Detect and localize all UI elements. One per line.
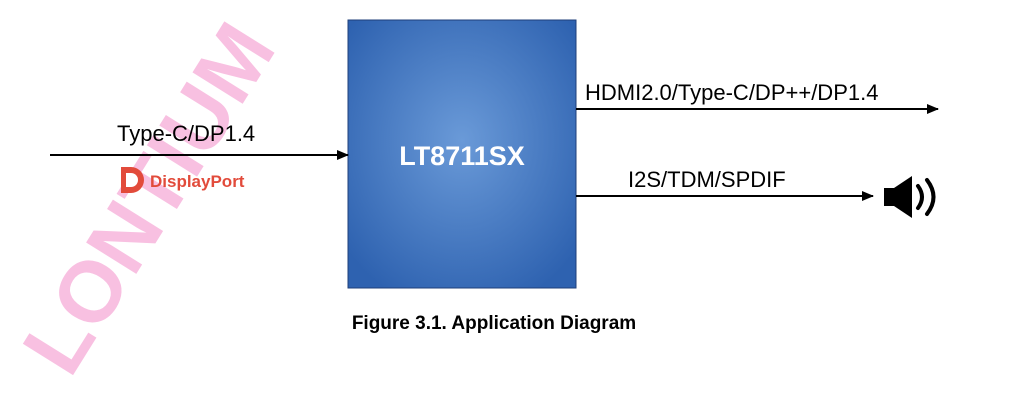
input-label: Type-C/DP1.4 [117, 121, 255, 146]
figure-caption: Figure 3.1. Application Diagram [352, 313, 636, 334]
chip-block [347, 19, 577, 289]
chip-label: LT8711SX [399, 141, 525, 171]
speaker-icon [884, 176, 936, 218]
output-label-video: HDMI2.0/Type-C/DP++/DP1.4 [585, 80, 878, 105]
displayport-logo-text: DisplayPort [150, 172, 245, 191]
displayport-logo-icon: DisplayPort [121, 167, 245, 193]
output-label-audio: I2S/TDM/SPDIF [628, 167, 786, 192]
watermark: LONTIUM [5, 7, 294, 390]
